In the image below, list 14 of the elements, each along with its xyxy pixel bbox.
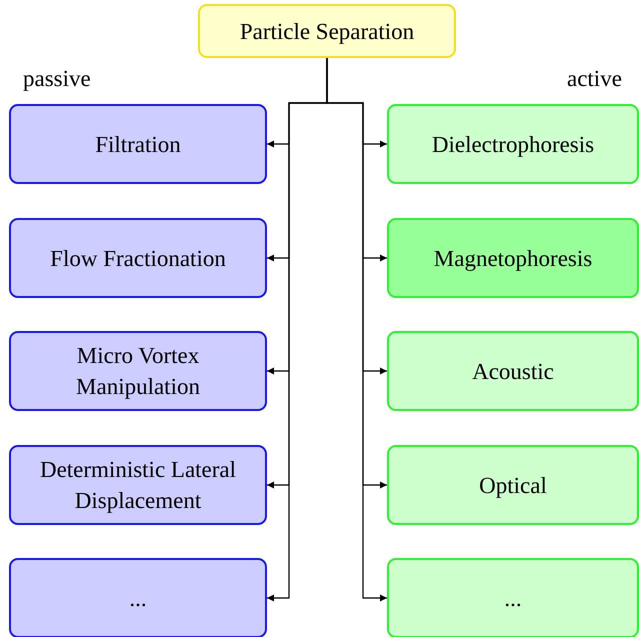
category-box: Flow Fractionation [9, 218, 267, 298]
category-box: Optical [387, 445, 639, 525]
root-box: Particle Separation [198, 4, 456, 58]
category-box: Magnetophoresis [387, 218, 639, 298]
category-box: Micro Vortex Manipulation [9, 331, 267, 411]
arrow [326, 58, 387, 602]
group-label: passive [23, 66, 91, 92]
group-label: active [567, 66, 622, 92]
category-box: ... [387, 558, 639, 637]
category-box: ... [9, 558, 267, 637]
category-box: Dielectrophoresis [387, 104, 639, 184]
category-box: Acoustic [387, 331, 639, 411]
category-box: Deterministic Lateral Displacement [9, 445, 267, 525]
category-box: Filtration [9, 104, 267, 184]
